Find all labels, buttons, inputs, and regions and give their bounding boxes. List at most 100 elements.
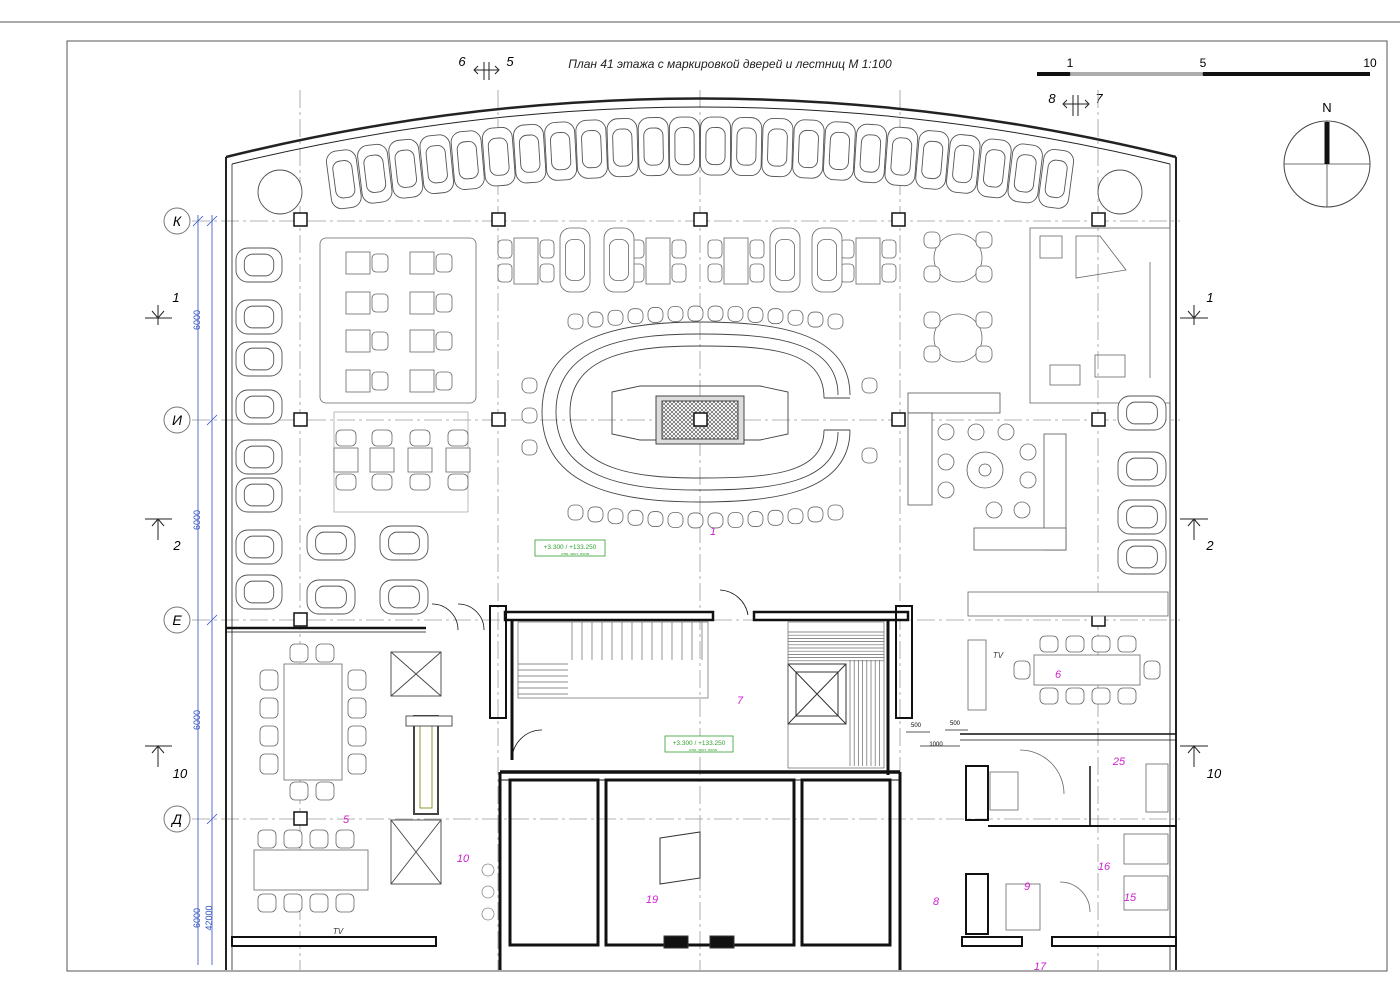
left-lounge-chairs (235, 247, 283, 610)
level-mark-b: +3.300 / +133.250 отм. чист. пола (664, 735, 734, 753)
round-table-chair (923, 231, 941, 249)
dimension-label: 6000 (192, 310, 202, 330)
cafe-table (345, 251, 371, 275)
armchair-seat (1044, 159, 1068, 199)
meeting-chair (1039, 635, 1059, 653)
lounge-stool (997, 423, 1015, 441)
room-numbers: 1 5 6 7 8 9 10 15 16 17 19 25 (343, 526, 1137, 973)
room-number: 9 (1024, 881, 1030, 893)
armchair-seat (315, 585, 347, 609)
room-number: 5 (343, 814, 350, 826)
lounge-stool (1019, 471, 1037, 489)
cafe-chair (497, 263, 513, 283)
facade-chair (388, 138, 424, 199)
armchair-seat (394, 149, 418, 188)
round-table-chair (975, 311, 993, 329)
bar-stool (687, 305, 704, 322)
cafe-chair (749, 263, 765, 283)
armchair-seat (705, 127, 726, 166)
cafe-table (445, 447, 471, 473)
round-tables-right (923, 231, 993, 363)
door-dimensions (906, 729, 968, 747)
meeting-chair (1065, 687, 1085, 705)
facade-chair (481, 126, 516, 187)
conference-chair (289, 643, 309, 663)
armchair-seat (736, 127, 757, 166)
armchair-seat (767, 128, 788, 167)
dimension-label: 6000 (192, 710, 202, 730)
room-number: 25 (1112, 756, 1126, 768)
cafe-table (333, 447, 359, 473)
armchair-seat (456, 141, 479, 180)
cafe-tables-middle-left (333, 411, 471, 513)
section-cut-top-right (1062, 95, 1090, 116)
cafe-chair (371, 371, 389, 391)
sheet-border (0, 21, 1400, 972)
room-number: 19 (646, 894, 658, 906)
facade-chair (761, 117, 794, 178)
lounge-stool (1019, 443, 1037, 461)
office-furniture-right (989, 749, 1169, 931)
armchair-seat (921, 140, 944, 180)
dimension-label: 6000 (192, 510, 202, 530)
building-facade (225, 97, 1177, 970)
facade-chair (668, 116, 701, 176)
bar-stool (747, 307, 764, 323)
lounge-stool (937, 481, 955, 499)
lounge-stool (985, 501, 1003, 519)
scale-label-5: 5 (1200, 56, 1207, 70)
facade-chair (1007, 143, 1043, 204)
facade-chair (884, 126, 919, 187)
facade-chair (513, 123, 547, 184)
meeting-room-right (967, 591, 1169, 711)
cafe-chair (707, 263, 723, 283)
conference-chair (335, 893, 355, 913)
armchair-seat (332, 160, 356, 199)
cafe-table (369, 447, 395, 473)
meeting-chair (1065, 635, 1085, 653)
conference-chair (289, 781, 309, 801)
armchair-seat (952, 144, 975, 184)
room-number: 1 (710, 526, 716, 538)
armchair-seat (817, 239, 838, 281)
facade-chair (450, 130, 485, 190)
north-compass: N (1283, 100, 1371, 208)
round-table (933, 233, 983, 283)
conference-table (253, 849, 369, 891)
cafe-table (345, 369, 371, 393)
conference-chair (309, 829, 329, 849)
conference-chair (347, 697, 367, 719)
armchair-seat (581, 130, 603, 169)
cafe-chair (335, 429, 357, 447)
cafe-chair (371, 429, 393, 447)
room-number: 15 (1124, 892, 1137, 904)
right-lounge-chairs (1117, 395, 1167, 575)
section-marker-label: 2 (172, 538, 181, 553)
bar-stools (521, 305, 878, 529)
room-number: 6 (1055, 669, 1062, 681)
elevator-shaft (787, 663, 847, 725)
lounge-l-sofa (907, 392, 1067, 551)
bar-stool (727, 306, 744, 322)
facade-chair (730, 117, 763, 177)
dimension-chain (192, 215, 218, 965)
armchair-seat (550, 132, 572, 171)
conference-chair (259, 753, 279, 775)
bar-stool (807, 311, 824, 328)
bar-stool (627, 308, 644, 325)
square-table (723, 237, 749, 285)
level-mark-b-text: +3.300 / +133.250 (673, 740, 726, 747)
lounge-stool (937, 453, 955, 471)
armchair-seat (243, 305, 275, 329)
bar-stool (607, 508, 624, 525)
facade-chair (544, 121, 578, 181)
section-marker-label: 2 (1205, 538, 1214, 553)
top-row-tables-sofas (497, 227, 897, 293)
conference-chair (259, 669, 279, 691)
armchair-seat (388, 531, 420, 555)
bar-stool (787, 309, 804, 326)
bar-stool (787, 508, 804, 525)
facade-chair (325, 149, 362, 210)
bar-stool (667, 512, 684, 528)
conference-chair (335, 829, 355, 849)
